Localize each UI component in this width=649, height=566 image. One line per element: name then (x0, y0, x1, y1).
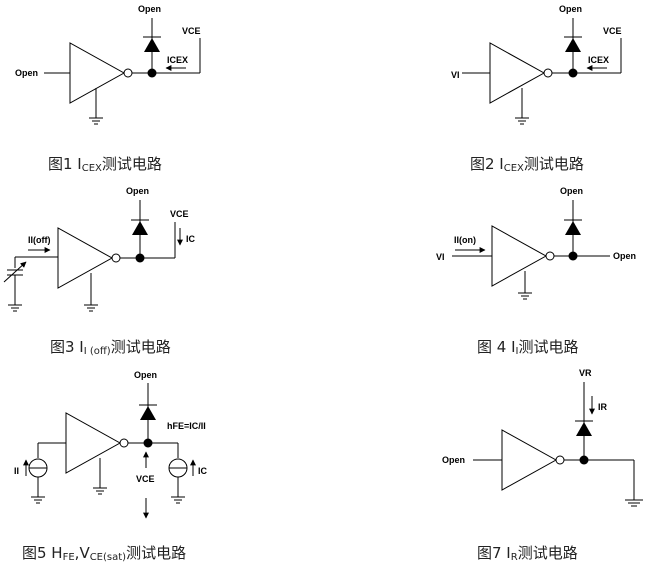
circuit-fig1: Open Open VCE ICEX (15, 4, 201, 125)
inverter-bubble (123, 68, 133, 78)
caption-fig4: 图 4 II测试电路 (477, 338, 579, 357)
caption-fig3: 图3 II (off)测试电路 (50, 338, 171, 357)
icex-label: ICEX (167, 55, 188, 65)
diode-icon (564, 219, 582, 235)
circuit-fig7: Open VR IR (442, 368, 643, 507)
vce-label: VCE (170, 209, 189, 219)
ground-icon (171, 496, 185, 504)
inverter-symbol (501, 429, 558, 491)
inverter-bubble (555, 455, 565, 465)
caption-fig1: 图1 ICEX测试电路 (48, 155, 162, 174)
open-right-label: Open (613, 251, 636, 261)
vi-input-label: VI (436, 252, 445, 262)
hfe-formula-label: hFE=IC/II (167, 421, 206, 431)
open-output-label: Open (560, 186, 583, 196)
circuit-fig5: II Open hFE=IC/II VCE (14, 370, 208, 519)
ground-icon (8, 304, 22, 312)
open-input-label: Open (15, 68, 38, 78)
inverter-symbol (57, 227, 114, 289)
inverter-bubble (543, 68, 553, 78)
inverter-symbol (491, 225, 548, 287)
current-source-icon (28, 458, 48, 478)
inverter-bubble (545, 251, 555, 261)
ground-icon (518, 292, 532, 300)
inverter-symbol (65, 412, 122, 474)
ir-label: IR (598, 402, 608, 412)
ground-icon (625, 499, 643, 507)
diode-icon (575, 420, 593, 436)
open-output-label: Open (134, 370, 157, 380)
diode-icon (139, 404, 157, 420)
diode-icon (564, 36, 582, 52)
circuit-fig4: II(on) VI Open Open (436, 186, 636, 300)
diode-icon (143, 36, 161, 52)
vr-label: VR (579, 368, 592, 378)
ground-icon (84, 304, 98, 312)
inverter-symbol (489, 42, 546, 104)
vce-label: VCE (603, 26, 622, 36)
ic-label: IC (186, 234, 196, 244)
ii-label: II (14, 466, 19, 476)
ii-on-label: II(on) (454, 235, 476, 245)
ii-off-label: II(off) (28, 235, 51, 245)
caption-fig2: 图2 ICEX测试电路 (470, 155, 584, 174)
caption-fig7: 图7 IR测试电路 (477, 544, 578, 563)
vi-input-label: VI (451, 70, 460, 80)
open-output-label: Open (126, 186, 149, 196)
diode-icon (131, 219, 149, 235)
vce-label: VCE (182, 26, 201, 36)
open-output-label: Open (138, 4, 161, 14)
caption-fig5: 图5 HFE,VCE(sat)测试电路 (22, 544, 187, 563)
circuit-fig2: VI Open VCE ICEX (451, 4, 622, 125)
ground-icon (31, 496, 45, 504)
open-output-label: Open (559, 4, 582, 14)
ground-icon (515, 117, 529, 125)
inverter-symbol (69, 42, 126, 104)
ground-icon (93, 487, 107, 495)
open-input-label: Open (442, 455, 465, 465)
ic-label: IC (198, 466, 208, 476)
circuit-fig3: II(off) Open VCE (3, 186, 196, 312)
inverter-bubble (119, 438, 129, 448)
icex-label: ICEX (588, 55, 609, 65)
current-source-icon (168, 458, 188, 478)
ground-icon (89, 117, 103, 125)
inverter-bubble (111, 253, 121, 263)
vce-label: VCE (136, 474, 155, 484)
